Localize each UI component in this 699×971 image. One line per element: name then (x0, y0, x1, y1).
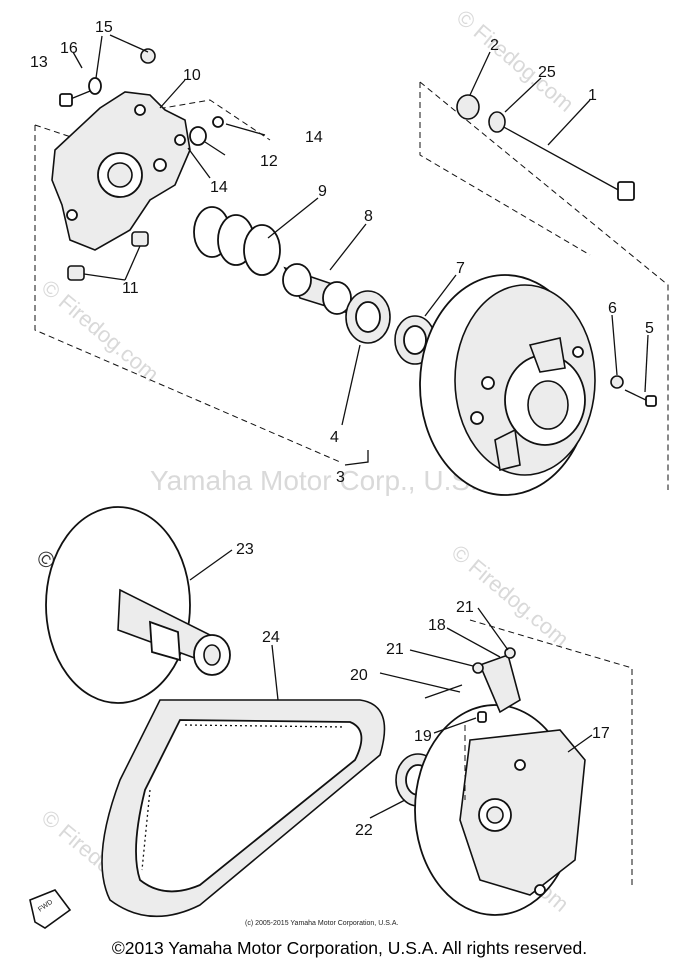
movable-sheave-enclosure (464, 619, 633, 885)
label-part-21-left: 21 (386, 641, 404, 658)
part-19-pin (477, 711, 487, 723)
part-5-bolt (624, 389, 657, 407)
part-2-washer (456, 94, 480, 120)
footer-copyright: ©2013 Yamaha Motor Corporation, U.S.A. A… (111, 938, 588, 958)
label-part-4: 4 (330, 429, 339, 446)
part-3-sheave (419, 274, 596, 496)
part-20-pin (424, 684, 463, 699)
part-21-nut-left (472, 662, 484, 674)
label-part-11: 11 (122, 280, 139, 297)
part-24-drive-belt (101, 699, 386, 918)
part-16-washer (88, 77, 102, 95)
watermark-center: Yamaha Motor Corp., U.S.A. (150, 465, 504, 496)
part-21-nut-right (504, 647, 516, 659)
label-part-16: 16 (60, 40, 78, 57)
label-part-1: 1 (588, 87, 597, 104)
label-part-17: 17 (592, 725, 610, 742)
forward-direction-badge: FWD (29, 889, 72, 929)
part-14-washer-lower (174, 134, 186, 146)
part-labels: 1 2 3 4 5 6 7 8 9 10 11 12 13 14 14 15 1… (30, 19, 654, 839)
label-part-7: 7 (456, 260, 465, 277)
label-part-18: 18 (428, 617, 446, 634)
label-part-12: 12 (260, 153, 278, 170)
part-9-spring (193, 206, 281, 276)
watermark-left-mid: © Firedog.com (37, 275, 164, 387)
label-part-19: 19 (414, 728, 432, 745)
part-7-bushing (394, 315, 436, 365)
part-6-washer (610, 375, 624, 389)
label-part-5: 5 (645, 320, 654, 337)
part-23-sheave (45, 506, 231, 704)
part-14-washer-upper (212, 116, 224, 128)
part-11-nut-left (67, 265, 85, 281)
part-11-nut-right (131, 231, 149, 247)
part-1-bolt (499, 124, 635, 201)
label-part-20: 20 (350, 667, 368, 684)
leader-lines (72, 34, 649, 819)
drawing-copyright: (c) 2005-2015 Yamaha Motor Corporation, … (245, 920, 398, 927)
part-12-collar (189, 126, 207, 146)
label-part-10: 10 (183, 67, 201, 84)
part-4-bushing (345, 290, 391, 344)
label-part-14-upper: 14 (305, 129, 323, 146)
part-18-weight-arm (478, 653, 521, 714)
label-part-6: 6 (608, 300, 617, 317)
label-part-14-lower: 14 (210, 179, 228, 196)
label-part-22: 22 (355, 822, 373, 839)
watermark-right-mid: © Firedog.com (447, 540, 574, 652)
part-25-washer (488, 111, 506, 133)
label-part-24: 24 (262, 629, 280, 646)
label-part-9: 9 (318, 183, 327, 200)
part-8-sleeve (282, 263, 352, 315)
label-part-13: 13 (30, 54, 48, 71)
label-part-3: 3 (336, 469, 345, 486)
label-part-23: 23 (236, 541, 254, 558)
label-part-15: 15 (95, 19, 113, 36)
label-part-8: 8 (364, 208, 373, 225)
label-part-25: 25 (538, 64, 556, 81)
label-part-2: 2 (490, 37, 499, 54)
part-15-nut (140, 48, 156, 64)
part-17-movable-sheave (414, 704, 586, 916)
part-10-bracket (51, 91, 191, 251)
label-part-21-right: 21 (456, 599, 474, 616)
